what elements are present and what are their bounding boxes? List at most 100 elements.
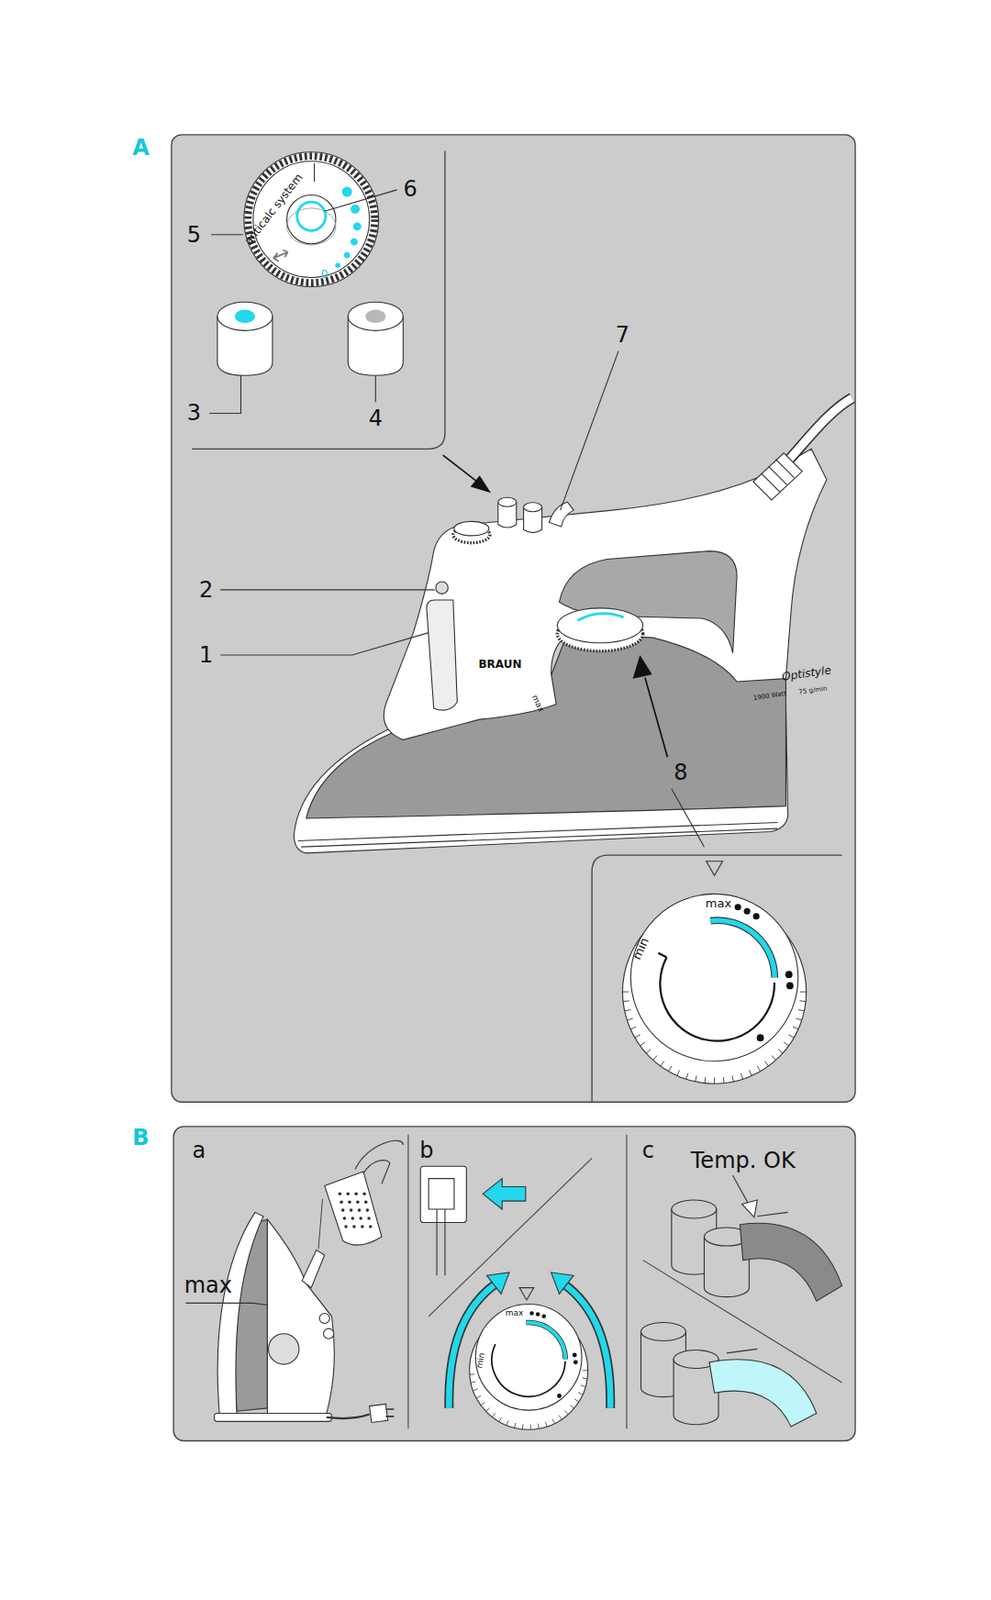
steam-button [217, 301, 273, 376]
illustration-part [297, 201, 326, 231]
illustration-part [454, 521, 490, 536]
illustration-part [573, 1359, 579, 1365]
step-letter: a [192, 1139, 207, 1162]
illustration-part [677, 1069, 680, 1076]
illustration-part [313, 163, 315, 182]
illustration-part [469, 1370, 589, 1430]
illustration-part [792, 1026, 799, 1030]
step-letter: c [642, 1139, 655, 1162]
illustration-part [268, 1334, 300, 1365]
illustration-part [287, 194, 336, 244]
illustration-part [634, 1035, 641, 1038]
illustration-part [356, 1200, 360, 1204]
illustration-part [671, 1200, 717, 1219]
lamp-on [709, 1359, 817, 1427]
illustration-part [640, 1322, 686, 1341]
illustration-part [301, 1250, 324, 1289]
illustration-part [771, 1056, 776, 1061]
illustration-part [344, 252, 351, 259]
illustration-part [630, 893, 798, 1061]
illustration-part [214, 1413, 333, 1422]
illustration-part [323, 1328, 335, 1339]
illustration-part [530, 1425, 532, 1431]
leader-line [209, 375, 241, 413]
panel-a [171, 134, 856, 1103]
pointer-arrow [645, 678, 668, 758]
illustration-part [350, 204, 360, 214]
illustration-part [785, 970, 793, 979]
illustration-part [407, 1135, 409, 1429]
illustration-part [480, 1402, 485, 1405]
illustration-part [569, 1405, 574, 1410]
pointer-arrowhead [633, 655, 653, 680]
illustration-part [234, 310, 256, 323]
callout-number: 8 [673, 761, 688, 784]
illustration-part [499, 1417, 502, 1423]
illustration-part [710, 920, 775, 978]
illustration-part [572, 1353, 578, 1359]
illustration-part [482, 1179, 526, 1210]
illustration-part [475, 1303, 582, 1411]
illustration-part [347, 301, 403, 331]
pointer-arrowhead [742, 1200, 758, 1218]
illustration-part [591, 855, 843, 1103]
illustration-part [582, 1377, 589, 1380]
illustration-part [640, 1042, 646, 1047]
illustration-part [657, 953, 667, 958]
illustration-part [358, 1216, 363, 1221]
illustration-part [287, 208, 336, 245]
illustration-part [565, 1411, 569, 1415]
panel-letter: A [132, 136, 150, 159]
illustration-part [324, 1171, 382, 1246]
callout-number: 4 [368, 407, 383, 430]
fill-marking: max [184, 1274, 233, 1297]
illustration-part [556, 608, 643, 644]
illustration-part [764, 1061, 769, 1067]
illustration-part [369, 1403, 389, 1423]
illustration-part [426, 600, 457, 711]
illustration-part [710, 920, 775, 978]
illustration-part [578, 1392, 583, 1395]
leader-line [560, 351, 619, 512]
illustration-part [357, 1208, 362, 1213]
illustration-part [349, 1208, 354, 1213]
illustration-part [351, 1216, 356, 1221]
callout-number: 3 [187, 401, 201, 424]
illustration-part [537, 1424, 540, 1429]
illustration-part [338, 1192, 343, 1197]
illustration-part [273, 250, 289, 262]
illustration-part [364, 1200, 368, 1204]
illustration-part [420, 1166, 467, 1223]
illustration-part [487, 1272, 510, 1294]
leader-line [185, 1302, 268, 1305]
pointer-arrow [443, 455, 480, 484]
lamp-off [739, 1223, 842, 1302]
illustration-part [217, 301, 273, 331]
illustration-part [535, 1312, 540, 1316]
illustration-part [673, 1350, 719, 1426]
illustration-part [473, 1389, 479, 1392]
illustration-part [783, 1042, 789, 1047]
illustration-part [578, 613, 624, 622]
illustration-part [622, 991, 629, 993]
illustration-part [753, 453, 802, 501]
leader-line [375, 375, 377, 402]
illustration-part [360, 1224, 365, 1229]
illustration-part [365, 310, 386, 323]
illustration-part [726, 1348, 758, 1353]
illustration-part [800, 991, 807, 993]
illustration-part [352, 1224, 357, 1229]
illustration-part [668, 1066, 672, 1072]
illustration-part [470, 1381, 476, 1383]
illustration-part [344, 1224, 348, 1229]
illustration-part [368, 1224, 373, 1229]
illustration-part [491, 1344, 566, 1397]
filling-illustration [214, 1140, 404, 1423]
illustration-part [574, 1399, 580, 1403]
illustration-part [740, 1073, 743, 1080]
illustration-part [799, 1000, 806, 1003]
illustration-part [548, 501, 574, 527]
pointer-arrow [733, 1175, 750, 1205]
illustration-part [519, 1288, 535, 1301]
